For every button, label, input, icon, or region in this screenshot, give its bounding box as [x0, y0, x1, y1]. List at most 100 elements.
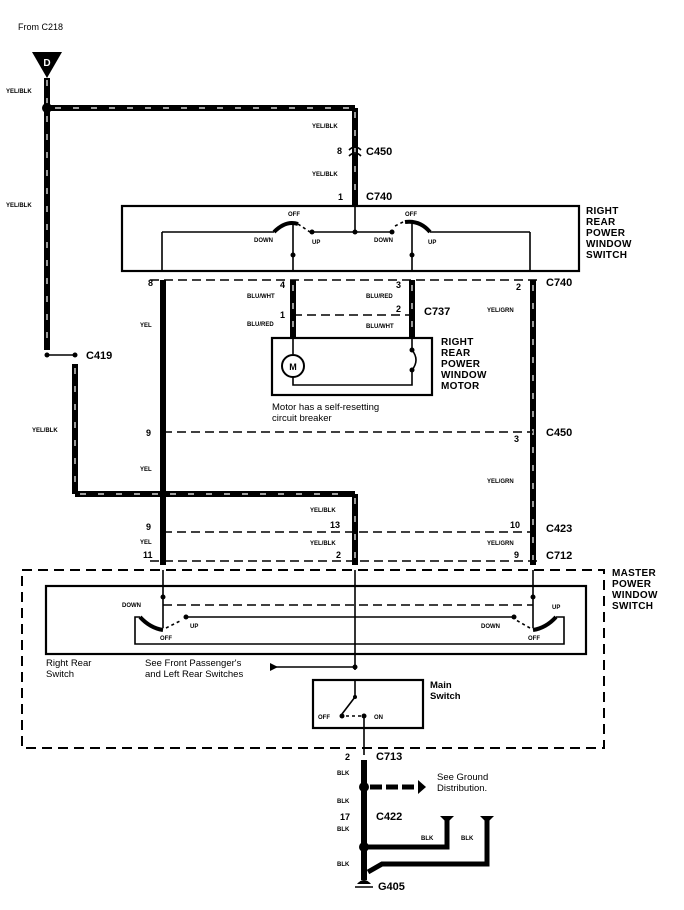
connector-c419	[44, 352, 78, 358]
wire-yel-blk-feed	[42, 78, 358, 350]
svg-text:BLK: BLK	[337, 771, 350, 777]
svg-text:DOWN: DOWN	[122, 603, 141, 609]
svg-text:13: 13	[330, 520, 340, 530]
svg-text:BLU/WHT: BLU/WHT	[366, 324, 394, 330]
svg-text:REAR: REAR	[586, 217, 616, 228]
svg-text:BLK: BLK	[461, 836, 474, 842]
svg-text:OFF: OFF	[318, 715, 330, 721]
svg-text:YEL/GRN: YEL/GRN	[487, 308, 514, 314]
master-rr-switch-box	[44, 584, 588, 656]
svg-text:17: 17	[340, 812, 350, 822]
connector-label: C450	[546, 427, 572, 439]
svg-text:2: 2	[396, 304, 401, 314]
svg-text:REAR: REAR	[441, 348, 471, 359]
rr-motor-box	[270, 336, 434, 397]
svg-text:4: 4	[280, 280, 285, 290]
motor-breaker-note: Motor has a self-resetting circuit break…	[272, 402, 379, 424]
svg-text:2: 2	[516, 282, 521, 292]
svg-text:DOWN: DOWN	[254, 238, 273, 244]
svg-text:M: M	[289, 362, 297, 372]
ground-label: G405	[378, 881, 405, 893]
main-switch-box	[311, 678, 425, 730]
svg-text:YEL/BLK: YEL/BLK	[310, 508, 336, 514]
svg-text:YEL/BLK: YEL/BLK	[32, 428, 58, 434]
svg-text:WINDOW: WINDOW	[441, 370, 487, 381]
svg-text:UP: UP	[428, 240, 436, 246]
svg-text:Switch: Switch	[430, 691, 461, 702]
wire-label: YEL/BLK	[6, 89, 32, 95]
svg-text:BLU/WHT: BLU/WHT	[247, 294, 275, 300]
svg-text:UP: UP	[312, 240, 320, 246]
svg-text:OFF: OFF	[288, 212, 300, 218]
svg-text:and Left Rear Switches: and Left Rear Switches	[145, 669, 243, 680]
svg-text:BLK: BLK	[337, 799, 350, 805]
svg-text:OFF: OFF	[405, 212, 417, 218]
svg-text:8: 8	[337, 146, 342, 156]
right-rear-switch-label: RIGHT REAR POWER WINDOW SWITCH	[586, 206, 632, 261]
wire-label: YEL/BLK	[312, 124, 338, 130]
svg-text:Distribution.: Distribution.	[437, 783, 487, 794]
svg-text:DOWN: DOWN	[481, 624, 500, 630]
connector-label: C712	[546, 550, 572, 562]
master-rr-switch-internals	[134, 570, 565, 670]
svg-text:Right Rear: Right Rear	[46, 658, 91, 669]
svg-text:WINDOW: WINDOW	[586, 239, 632, 250]
source-label: From C218	[18, 22, 63, 32]
arrow-icon	[270, 663, 358, 671]
see-front-passenger-note[interactable]: See Front Passenger's and Left Rear Swit…	[145, 658, 243, 680]
svg-text:2: 2	[336, 550, 341, 560]
svg-text:8: 8	[148, 278, 153, 288]
svg-text:MASTER: MASTER	[612, 568, 656, 579]
connector-label: C740	[546, 277, 572, 289]
wire-yel-blk-lower	[72, 364, 358, 565]
svg-text:circuit breaker: circuit breaker	[272, 413, 332, 424]
master-switch-box	[21, 569, 605, 749]
svg-text:YEL/GRN: YEL/GRN	[487, 541, 514, 547]
svg-text:DOWN: DOWN	[374, 238, 393, 244]
svg-text:Main: Main	[430, 680, 452, 691]
svg-text:YEL/BLK: YEL/BLK	[310, 541, 336, 547]
svg-text:10: 10	[510, 520, 520, 530]
svg-text:3: 3	[396, 280, 401, 290]
connector-label: C713	[376, 751, 402, 763]
svg-text:YEL: YEL	[140, 540, 152, 546]
main-switch-label: Main Switch	[430, 680, 461, 702]
connector-label: C740	[366, 191, 392, 203]
source-terminal-icon: D	[32, 52, 62, 78]
svg-text:BLK: BLK	[421, 836, 434, 842]
svg-text:See Ground: See Ground	[437, 772, 488, 783]
svg-text:MOTOR: MOTOR	[441, 381, 480, 392]
motor-icon: M	[281, 338, 413, 386]
svg-text:POWER: POWER	[441, 359, 481, 370]
circuit-breaker-icon	[409, 347, 417, 373]
svg-text:Motor has a self-resetting: Motor has a self-resetting	[272, 402, 379, 413]
svg-text:1: 1	[338, 192, 343, 202]
wire-label: YEL/BLK	[312, 172, 338, 178]
svg-text:YEL/GRN: YEL/GRN	[487, 479, 514, 485]
svg-text:RIGHT: RIGHT	[441, 337, 474, 348]
right-rear-switch-note: Right Rear Switch	[46, 658, 91, 680]
connector-label: C737	[424, 306, 450, 318]
svg-text:POWER: POWER	[586, 228, 626, 239]
svg-text:WINDOW: WINDOW	[612, 590, 658, 601]
svg-text:BLU/RED: BLU/RED	[366, 294, 393, 300]
svg-text:UP: UP	[552, 605, 560, 611]
wire-blk	[359, 760, 490, 880]
ground-symbol-icon	[355, 880, 373, 888]
svg-text:ON: ON	[374, 715, 383, 721]
svg-text:9: 9	[146, 522, 151, 532]
svg-text:3: 3	[514, 434, 519, 444]
see-ground-note[interactable]: See Ground Distribution.	[437, 772, 488, 794]
svg-text:YEL: YEL	[140, 323, 152, 329]
svg-text:SWITCH: SWITCH	[612, 601, 653, 612]
svg-text:SWITCH: SWITCH	[586, 250, 627, 261]
svg-text:BLK: BLK	[337, 862, 350, 868]
connector-label: C450	[366, 146, 392, 158]
svg-text:2: 2	[345, 752, 350, 762]
svg-text:OFF: OFF	[528, 636, 540, 642]
connector-label: C419	[86, 350, 112, 362]
svg-text:11: 11	[143, 550, 153, 560]
connector-label: C422	[376, 811, 402, 823]
svg-text:RIGHT: RIGHT	[586, 206, 619, 217]
